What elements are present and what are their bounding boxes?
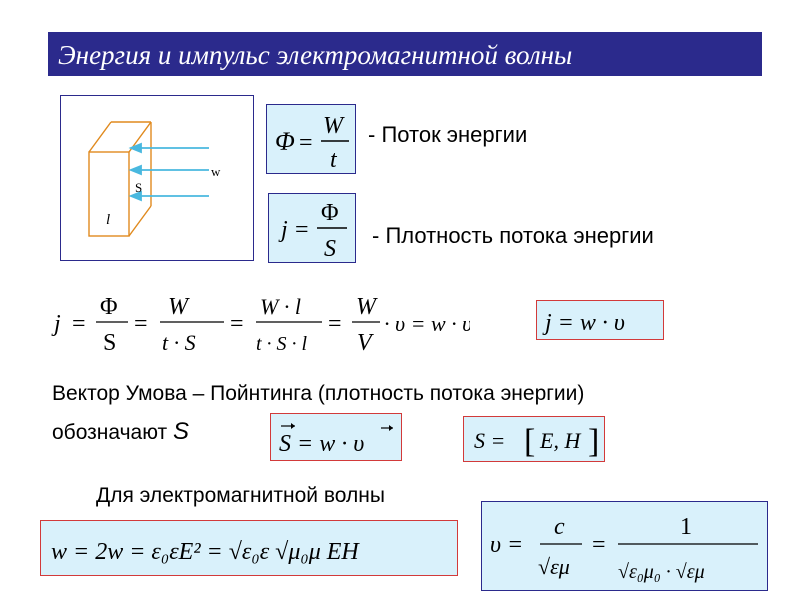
bracket-left: [	[524, 423, 535, 460]
em-wave-caption: Для электромагнитной волны	[96, 484, 385, 507]
v-eq2: =	[592, 532, 606, 558]
boxed-j-formula: j = w · υ	[536, 300, 664, 340]
chain-f4-den: V	[357, 330, 374, 356]
flux-formula: Φ = W t	[275, 113, 349, 173]
prism-shape	[88, 121, 152, 237]
chain-j: j	[51, 311, 61, 337]
chain-f4-num: W	[356, 294, 378, 320]
umov-text-2: обозначают	[52, 421, 168, 444]
umov-symbol: S	[172, 418, 189, 445]
label-w: w	[211, 164, 221, 179]
vector-cross-lhs: S =	[474, 428, 505, 453]
v-den1: √εμ	[538, 554, 570, 579]
title-bar: Энергия и импульс электромагнитной волны	[48, 32, 762, 76]
chain-f1-num: Φ	[100, 294, 118, 320]
flux-num: W	[323, 113, 345, 139]
flux-arrows	[128, 142, 209, 202]
energy-flux-diagram: w S l	[60, 95, 254, 261]
density-formula-box: j = Φ S	[268, 193, 356, 263]
flux-eq: =	[299, 130, 313, 156]
chain-formula-box: j = Φ S = W t · S = W · l t · S · l = W …	[50, 288, 472, 358]
umov-text-line1: Вектор Умова – Пойнтинга (плотность пото…	[52, 382, 585, 405]
flux-caption: - Поток энергии	[368, 122, 528, 147]
chain-tail: · υ = w · υ	[384, 311, 470, 336]
slide-title: Энергия и импульс электромагнитной волны	[58, 40, 573, 70]
vector-s-formula-box: S = w · υ	[270, 413, 402, 461]
density-num: Φ	[321, 200, 339, 226]
chain-f3-num: W · l	[260, 294, 301, 319]
density-formula: j = Φ S	[278, 200, 347, 262]
label-s: S	[135, 180, 142, 195]
v-num2: 1	[680, 514, 692, 540]
bracket-right: ]	[588, 423, 599, 460]
umov-text-line2: обозначают S	[52, 418, 189, 446]
chain-f1-den: S	[103, 330, 116, 356]
chain-formula: j = Φ S = W t · S = W · l t · S · l = W …	[51, 294, 472, 356]
vector-cross-rhs: E, H	[539, 428, 581, 453]
density-den: S	[324, 236, 336, 262]
chain-eq-2: =	[134, 311, 148, 337]
v-num1: c	[554, 514, 565, 540]
chain-f2-num: W	[168, 294, 190, 320]
vector-cross-formula-box: S = [ E, H ]	[463, 416, 605, 462]
w-formula-box: w = 2w = ε₀εE² = √ε₀ε √μ₀μ EH	[40, 520, 458, 576]
density-caption: - Плотность потока энергии	[372, 223, 654, 248]
v-formula-box: υ = c √εμ = 1 √ε₀μ₀ · √εμ	[481, 501, 768, 591]
flux-lhs: Φ	[275, 127, 295, 156]
v-den2: √ε₀μ₀ · √εμ	[618, 561, 705, 583]
chain-f3-den: t · S · l	[256, 333, 308, 355]
prism-diagram: w S l	[88, 121, 221, 237]
label-l: l	[106, 212, 110, 228]
v-lhs: υ =	[490, 532, 523, 558]
chain-eq-4: =	[328, 311, 342, 337]
flux-den: t	[330, 147, 338, 173]
chain-eq-3: =	[230, 311, 244, 337]
w-formula-text: w = 2w = ε₀εE² = √ε₀ε √μ₀μ EH	[51, 539, 360, 565]
density-eq: =	[295, 217, 309, 243]
vector-s-text: S = w · υ	[279, 431, 364, 457]
chain-eq-1: =	[72, 311, 86, 337]
chain-f2-den: t · S	[162, 330, 196, 355]
flux-formula-box: Φ = W t	[266, 104, 356, 174]
boxed-j-text: j = w · υ	[542, 310, 625, 336]
density-lhs: j	[278, 217, 288, 243]
